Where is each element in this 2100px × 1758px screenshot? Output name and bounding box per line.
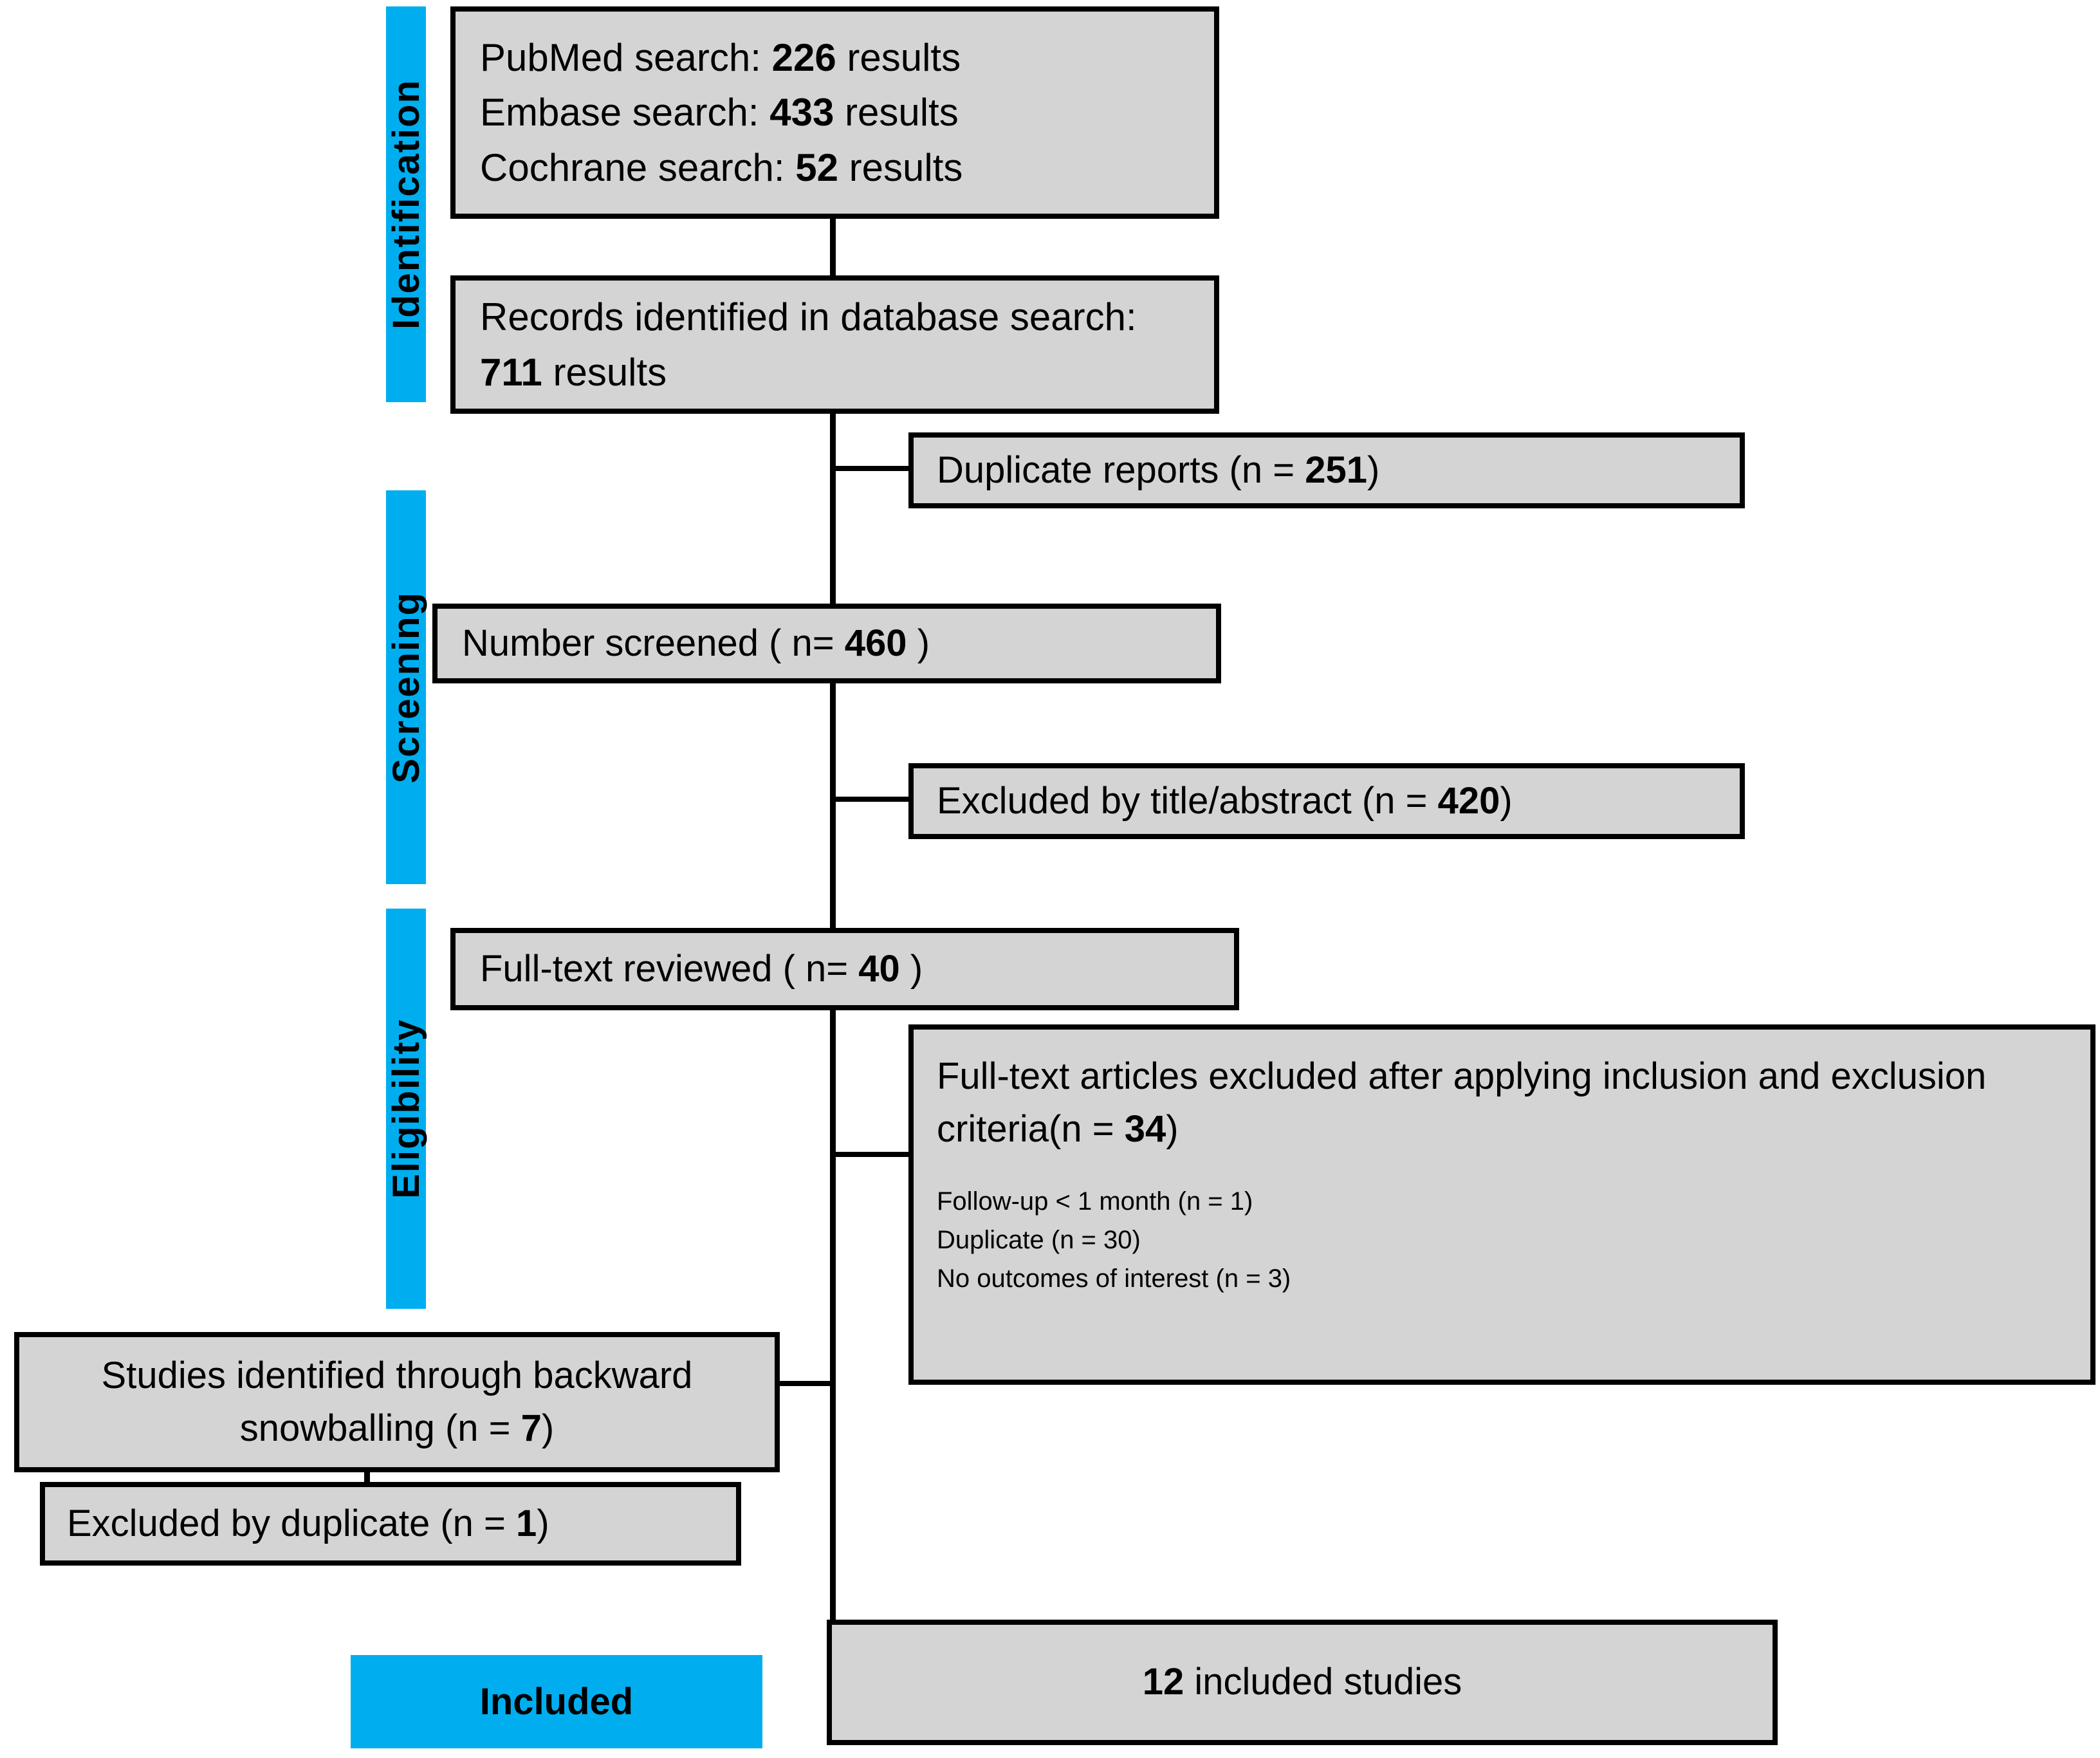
connector-branch-fulltext-excluded [830, 1152, 912, 1157]
phase-bar-screening: Screening [385, 490, 427, 884]
connector-branch-duplicates [830, 466, 912, 471]
connector-fulltext-to-included [830, 1004, 836, 1625]
db-search-line-pubmed: PubMed search: 226 results [480, 36, 961, 80]
connector-branch-excluded-title [830, 797, 912, 802]
fulltext-excluded-reason-no-outcomes: No outcomes of interest (n = 3) [937, 1264, 1291, 1293]
db-search-line-embase: Embase search: 433 results [480, 91, 959, 134]
phase-bar-identification: Identification [385, 6, 427, 402]
excluded-duplicate-text: Excluded by duplicate (n = 1) [67, 1502, 549, 1544]
phase-label-screening: Screening [385, 591, 427, 784]
phase-label-identification: Identification [385, 79, 427, 329]
db-search-line-cochrane: Cochrane search: 52 results [480, 145, 963, 189]
connector-searches-to-records [830, 219, 836, 277]
fulltext-excluded-reason-duplicate: Duplicate (n = 30) [937, 1225, 1141, 1254]
snowballing-text: Studies identified through backward snow… [101, 1354, 693, 1449]
box-duplicate-reports: Duplicate reports (n = 251) [908, 432, 1745, 508]
fulltext-reviewed-text: Full-text reviewed ( n= 40 ) [480, 947, 923, 990]
box-fulltext-articles-excluded: Full-text articles excluded after applyi… [908, 1024, 2095, 1385]
box-backward-snowballing: Studies identified through backward snow… [14, 1332, 780, 1472]
box-database-searches: PubMed search: 226 results Embase search… [450, 6, 1219, 219]
phase-label-included: Included [479, 1681, 634, 1723]
duplicate-reports-text: Duplicate reports (n = 251) [937, 449, 1380, 491]
phase-label-eligibility: Eligibility [385, 1019, 427, 1199]
included-studies-text: 12 included studies [1142, 1661, 1462, 1703]
box-excluded-duplicate: Excluded by duplicate (n = 1) [40, 1482, 741, 1566]
connector-records-to-screened [830, 412, 836, 611]
box-number-screened: Number screened ( n= 460 ) [432, 604, 1221, 683]
box-fulltext-reviewed: Full-text reviewed ( n= 40 ) [450, 928, 1239, 1010]
number-screened-text: Number screened ( n= 460 ) [462, 622, 930, 664]
fulltext-excluded-heading: Full-text articles excluded after applyi… [937, 1055, 1987, 1151]
phase-bar-included: Included [351, 1655, 762, 1748]
phase-bar-eligibility: Eligibility [385, 909, 427, 1309]
box-records-identified: Records identified in database search: 7… [450, 275, 1219, 414]
connector-snowballing-to-spine [777, 1381, 834, 1386]
excluded-title-abstract-text: Excluded by title/abstract (n = 420) [937, 779, 1513, 822]
records-identified-text: Records identified in database search: 7… [480, 295, 1137, 394]
box-excluded-title-abstract: Excluded by title/abstract (n = 420) [908, 763, 1745, 839]
connector-screened-to-fulltext [830, 682, 836, 939]
box-included-studies: 12 included studies [827, 1620, 1778, 1745]
fulltext-excluded-reason-followup: Follow-up < 1 month (n = 1) [937, 1187, 1253, 1216]
